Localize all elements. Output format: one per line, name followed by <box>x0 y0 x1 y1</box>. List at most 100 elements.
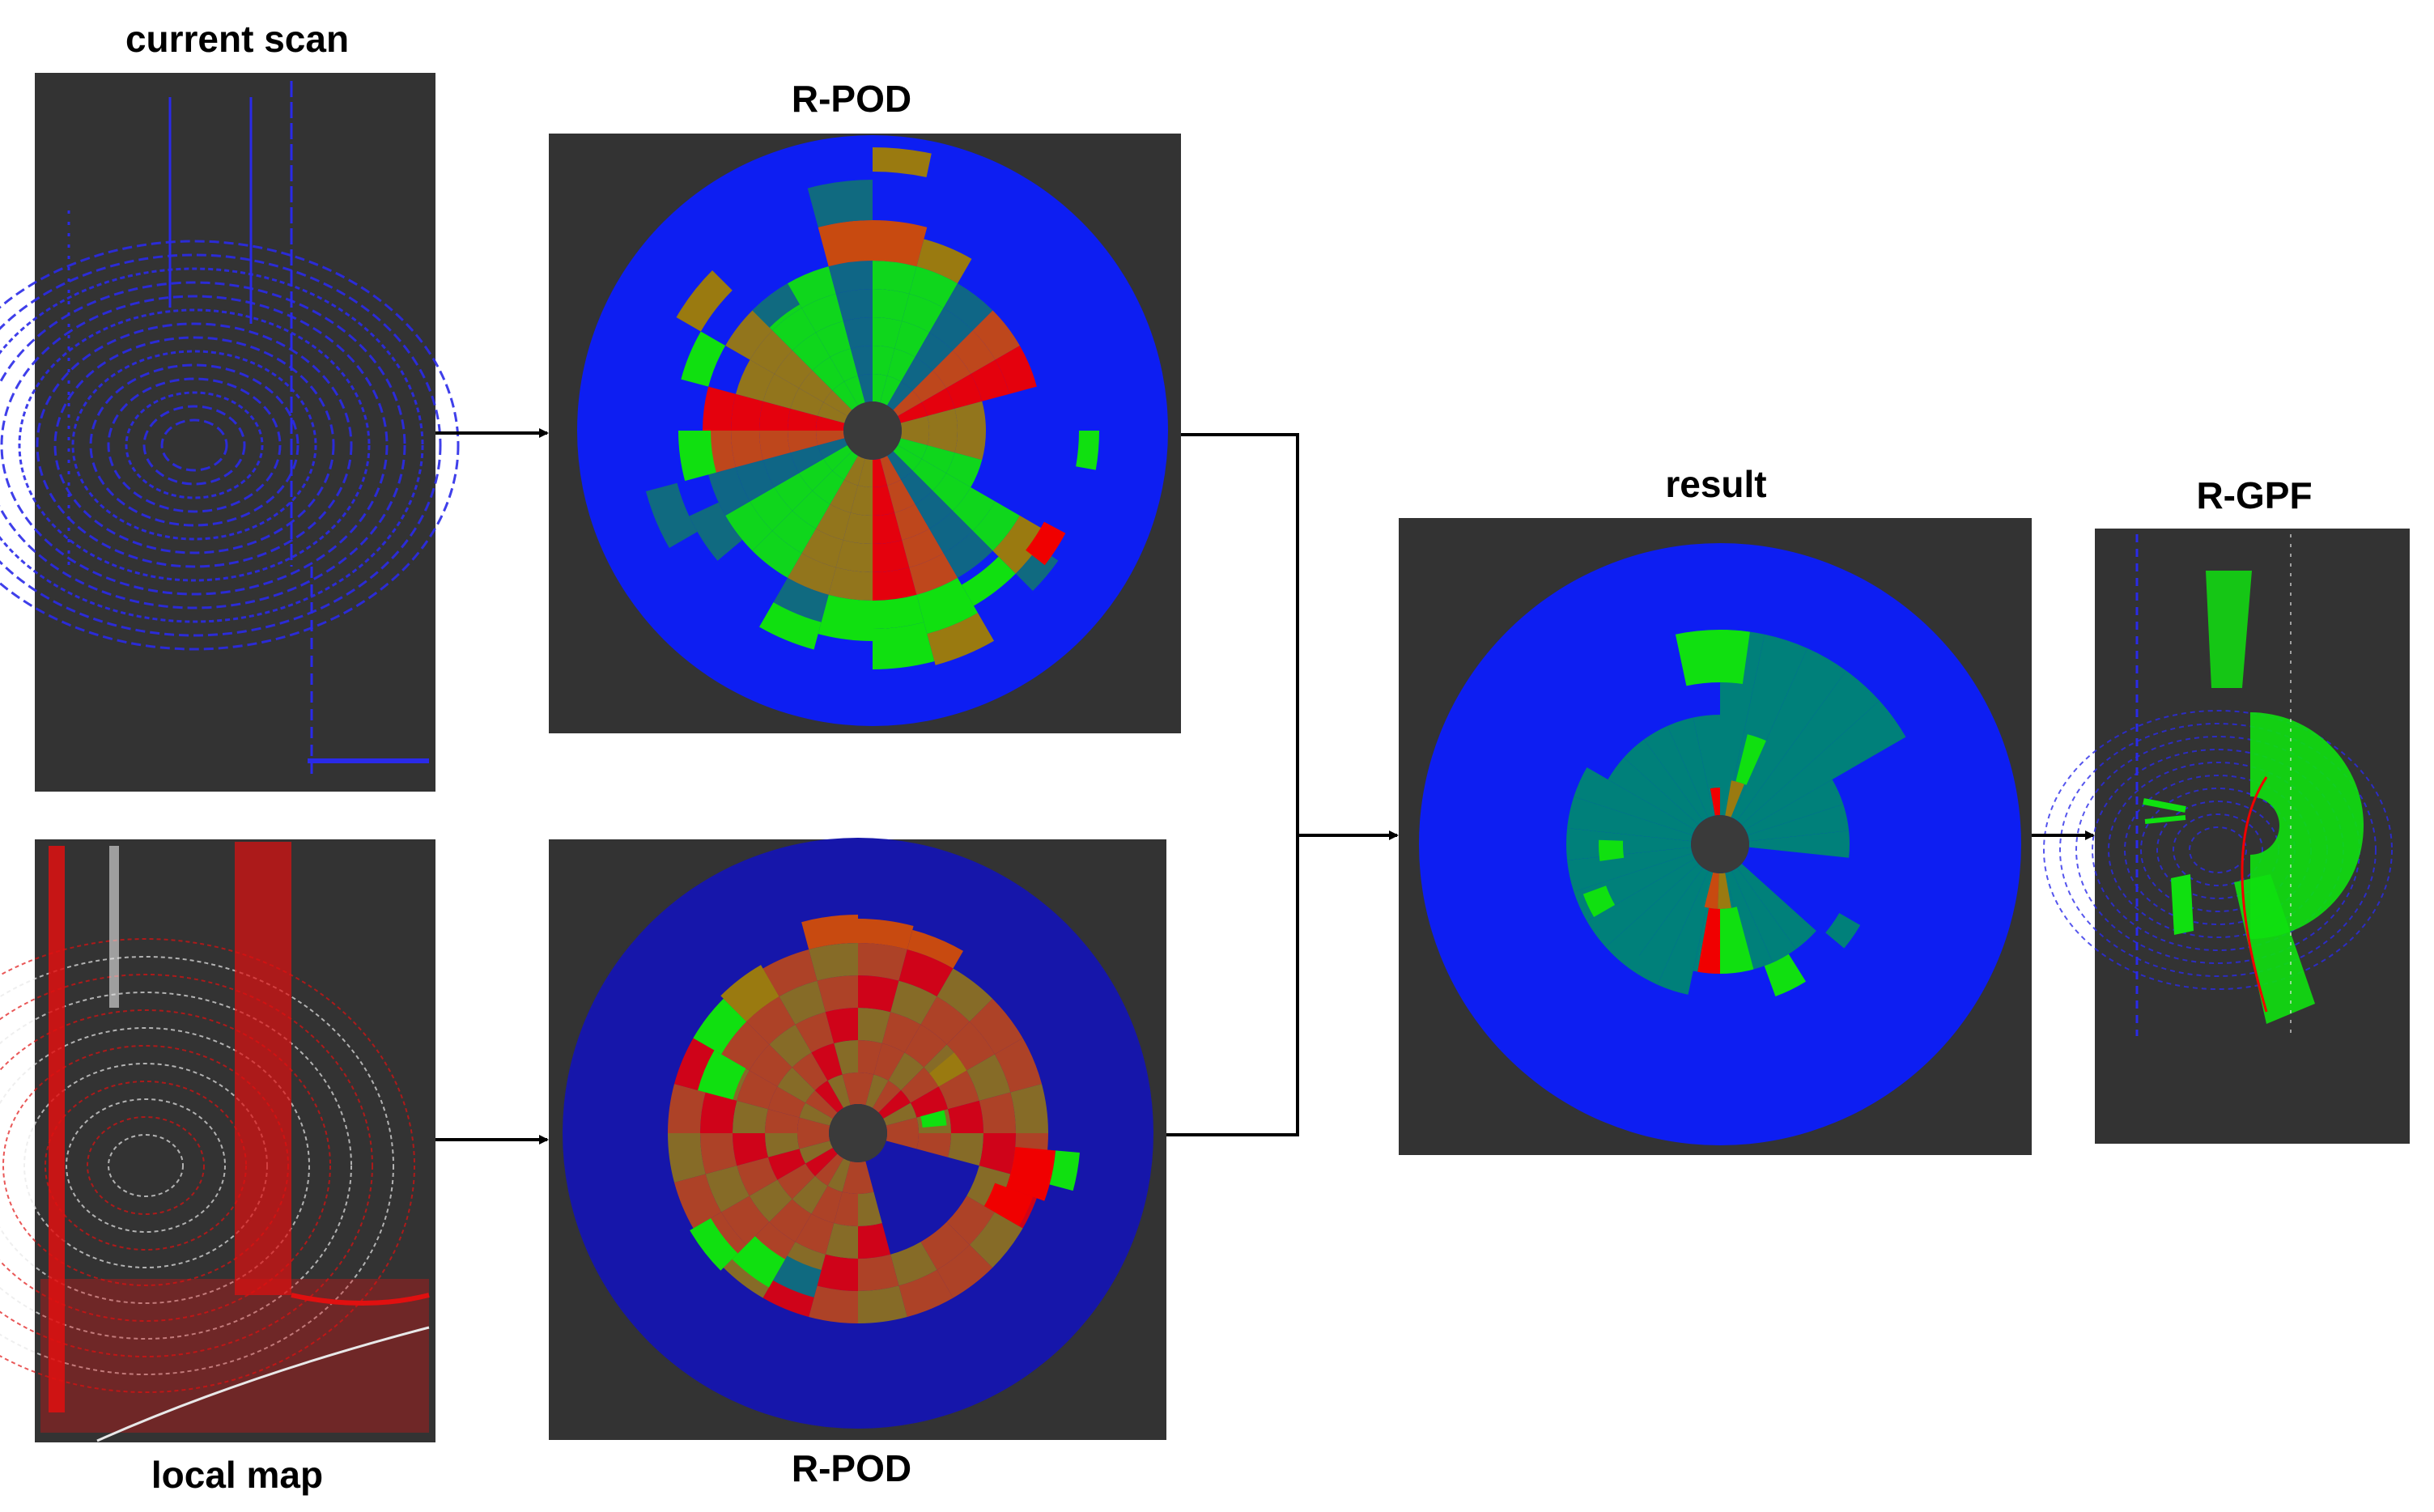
bin-segment <box>873 540 910 572</box>
bin-segment <box>759 431 791 461</box>
bin-segment <box>962 556 1016 606</box>
bin-segment <box>807 180 873 227</box>
bin-segment <box>681 331 726 387</box>
bin-segment <box>893 390 922 416</box>
bin-segment <box>1629 868 1709 985</box>
bin-segment <box>1710 788 1720 816</box>
connector-rpod-top-to-merge <box>1181 433 1299 835</box>
bin-segment <box>812 470 844 504</box>
bin-segment <box>943 283 993 331</box>
bin-segment <box>700 1133 737 1174</box>
bin-segment <box>858 1040 882 1075</box>
bin-segment <box>901 470 933 504</box>
bin-segment <box>858 1254 899 1291</box>
bin-segment <box>992 516 1048 574</box>
bin-segment <box>979 1133 1016 1174</box>
bin-segment <box>818 438 847 459</box>
bin-segment <box>881 1012 921 1053</box>
bin-segment <box>668 1084 706 1133</box>
bin-segment <box>894 321 929 358</box>
bin-segment <box>842 1072 858 1106</box>
bin-segment <box>750 330 793 374</box>
bin-segment <box>773 577 829 622</box>
bin-segment <box>708 467 750 516</box>
bin-segment <box>890 1242 937 1286</box>
bin-segment <box>946 1021 995 1071</box>
bin-segment <box>873 147 932 177</box>
bin-segment <box>732 1236 785 1288</box>
bin-segment <box>825 1223 858 1259</box>
bin-segment <box>909 553 958 595</box>
bin-segment <box>1725 780 1744 818</box>
bin-segment <box>678 431 716 482</box>
rgpf-points <box>2043 534 2393 1036</box>
bin-segment <box>799 370 833 402</box>
current-scan-panel <box>0 73 460 792</box>
bin-segment <box>938 1070 979 1110</box>
bin-segment <box>777 1163 815 1200</box>
bin-segment <box>898 1269 954 1317</box>
bin-segment <box>929 510 973 554</box>
bin-segment <box>765 1133 800 1157</box>
scan-points <box>0 81 460 777</box>
bin-segment <box>873 1081 902 1113</box>
bin-segment <box>873 567 917 601</box>
bin-segment <box>750 487 793 531</box>
bin-segment <box>858 1223 891 1259</box>
bin-segment <box>843 317 873 349</box>
bin-segment <box>828 261 873 294</box>
bin-segment <box>814 1153 843 1186</box>
bin-segment <box>886 1133 919 1149</box>
bin-segment <box>912 370 946 402</box>
bin-segment <box>1718 873 1731 910</box>
bin-segment <box>792 491 830 529</box>
bin-segment <box>721 1196 770 1245</box>
bin-segment <box>887 348 915 382</box>
bin-segment <box>827 1158 851 1192</box>
bin-segment <box>693 998 747 1055</box>
bin-segment <box>828 567 873 601</box>
bin-segment <box>858 1161 874 1194</box>
bin-segment <box>972 310 1020 360</box>
bin-segment <box>1741 700 1906 830</box>
bin-segment <box>773 1255 822 1298</box>
bin-segment <box>759 401 791 431</box>
bin-segment <box>952 330 996 374</box>
bin-segment <box>901 357 933 391</box>
bin-segment <box>969 998 1023 1055</box>
bin-segment <box>858 1008 891 1043</box>
bin-segment <box>811 1043 843 1081</box>
bin-segment <box>916 239 972 284</box>
result-bins <box>1566 630 1906 996</box>
bin-segment <box>1624 739 1703 825</box>
bin-segment <box>858 1285 907 1323</box>
bin-segment <box>994 1038 1042 1093</box>
bin-segment <box>816 415 845 431</box>
label-rpod-bottom: R-POD <box>792 1447 911 1489</box>
bin-segment <box>873 261 917 294</box>
bin-segment <box>902 529 944 568</box>
bin-segment <box>890 980 937 1025</box>
bin-segment <box>886 1117 919 1133</box>
bin-segment <box>1567 847 1693 892</box>
bin-segment <box>929 308 973 351</box>
bin-segment <box>995 346 1037 394</box>
bin-segment <box>1720 907 1754 974</box>
result-panel <box>1399 518 2032 1155</box>
rgpf-panel <box>2043 529 2410 1144</box>
bin-segment <box>844 456 865 486</box>
bin-segment <box>731 431 763 468</box>
bin-segment <box>817 975 858 1013</box>
bin-segment <box>1049 1150 1080 1191</box>
rpod-top-panel <box>549 134 1181 733</box>
bin-segment <box>873 512 903 544</box>
bin-segment <box>979 1092 1016 1133</box>
bin-segment <box>765 1109 800 1133</box>
bin-segment <box>752 530 802 578</box>
bin-segment <box>858 943 907 981</box>
bin-segment <box>858 1191 882 1226</box>
bin-segment <box>887 451 913 480</box>
bin-segment <box>916 577 978 635</box>
bin-segment <box>900 415 929 431</box>
